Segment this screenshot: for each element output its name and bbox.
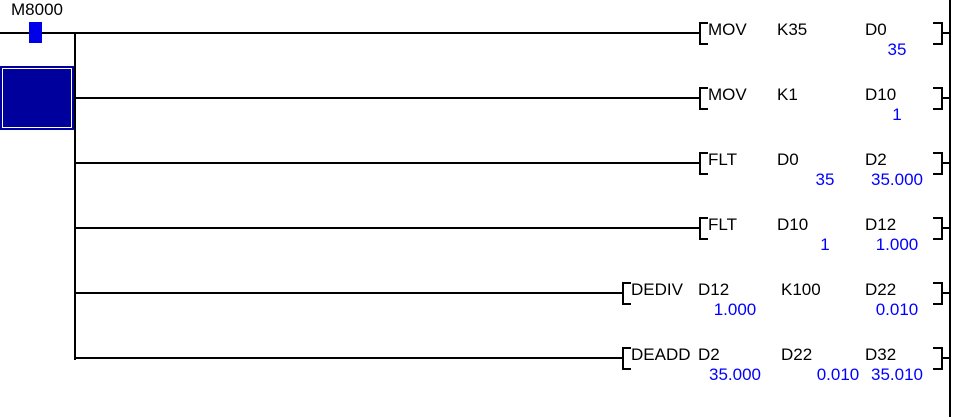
- cell-cursor-inner-outline: [2, 68, 72, 128]
- monitor-value-2-2: 1: [892, 105, 902, 124]
- instruction-operand-2-1[interactable]: K1: [777, 85, 798, 104]
- monitor-value-3-2: 35.000: [871, 170, 923, 189]
- instruction-command-5[interactable]: DEDIV: [631, 280, 683, 299]
- monitor-value-6-2: 0.010: [816, 365, 860, 384]
- monitor-value-6-1: 35.000: [709, 365, 761, 384]
- instruction-command-3[interactable]: FLT: [708, 150, 737, 169]
- rung-wire-2: [75, 97, 699, 99]
- monitor-value-1-2: 35: [887, 40, 907, 59]
- branch-vertical-wire: [74, 32, 76, 360]
- rung-rail-connector-4: [941, 227, 950, 229]
- contact-on-icon[interactable]: [29, 22, 42, 43]
- instruction-bracket-left-6: [622, 347, 631, 370]
- instruction-command-2[interactable]: MOV: [708, 85, 747, 104]
- rung-rail-connector-1: [941, 32, 950, 34]
- rung-rail-connector-3: [941, 162, 950, 164]
- monitor-value-5-1: 1.000: [713, 300, 757, 319]
- rung-rail-connector-6: [941, 357, 950, 359]
- instruction-operand-6-1[interactable]: D2: [698, 345, 720, 364]
- rung-rail-connector-5: [941, 292, 950, 294]
- instruction-bracket-left-4: [699, 217, 708, 240]
- instruction-bracket-left-5: [622, 282, 631, 305]
- monitor-value-5-3: 0.010: [875, 300, 919, 319]
- instruction-command-6[interactable]: DEADD: [631, 345, 691, 364]
- rung-wire-1: [0, 32, 699, 34]
- instruction-bracket-right-4: [933, 217, 943, 240]
- contact-device-label: M8000: [11, 0, 63, 19]
- rung-rail-connector-2: [941, 97, 950, 99]
- instruction-operand-2-2[interactable]: D10: [865, 85, 897, 104]
- right-power-rail: [949, 0, 951, 417]
- monitor-value-4-1: 1: [820, 235, 830, 254]
- instruction-bracket-right-1: [933, 22, 943, 45]
- instruction-command-1[interactable]: MOV: [708, 20, 747, 39]
- instruction-bracket-right-2: [933, 87, 943, 110]
- instruction-operand-1-1[interactable]: K35: [777, 20, 808, 39]
- instruction-bracket-left-3: [699, 152, 708, 175]
- instruction-bracket-left-2: [699, 87, 708, 110]
- rung-wire-3: [75, 162, 699, 164]
- instruction-bracket-left-1: [699, 22, 708, 45]
- instruction-bracket-right-3: [933, 152, 943, 175]
- instruction-command-4[interactable]: FLT: [708, 215, 737, 234]
- instruction-operand-6-3[interactable]: D32: [865, 345, 897, 364]
- instruction-operand-5-2[interactable]: K100: [781, 280, 821, 299]
- monitor-value-4-2: 1.000: [875, 235, 919, 254]
- instruction-operand-5-1[interactable]: D12: [698, 280, 730, 299]
- rung-wire-4: [75, 227, 699, 229]
- rung-wire-5: [75, 292, 622, 294]
- instruction-operand-4-1[interactable]: D10: [777, 215, 809, 234]
- instruction-bracket-right-5: [933, 282, 943, 305]
- instruction-operand-6-2[interactable]: D22: [781, 345, 813, 364]
- instruction-bracket-right-6: [933, 347, 943, 370]
- instruction-operand-1-2[interactable]: D0: [865, 20, 887, 39]
- rung-wire-6: [75, 357, 622, 359]
- monitor-value-6-3: 35.010: [871, 365, 923, 384]
- monitor-value-3-1: 35: [815, 170, 835, 189]
- instruction-operand-3-2[interactable]: D2: [865, 150, 887, 169]
- cell-cursor[interactable]: [0, 66, 74, 130]
- instruction-operand-5-3[interactable]: D22: [865, 280, 897, 299]
- instruction-operand-3-1[interactable]: D0: [777, 150, 799, 169]
- instruction-operand-4-2[interactable]: D12: [865, 215, 897, 234]
